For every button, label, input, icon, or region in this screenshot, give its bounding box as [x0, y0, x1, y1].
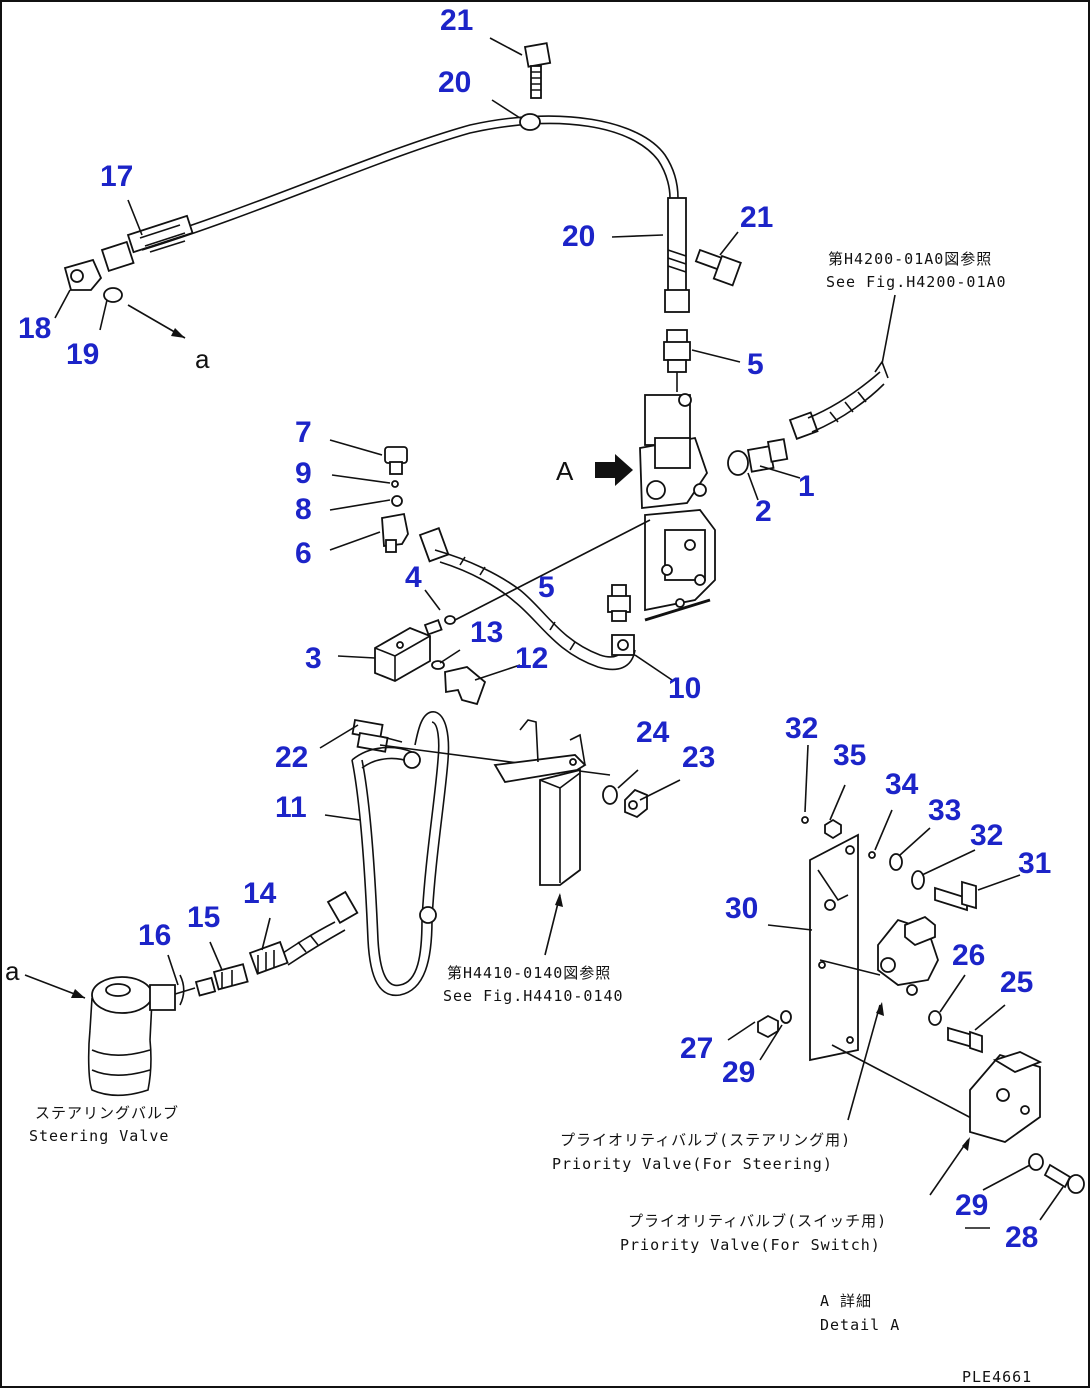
panel-30-assembly — [801, 816, 977, 1062]
priority-steering-jp: プライオリティバルブ(ステアリング用) — [560, 1131, 851, 1149]
callout-25: 25 — [1000, 966, 1033, 999]
ref-letter-a-top: a — [195, 344, 210, 374]
priority-valve-switch — [969, 1051, 1085, 1194]
callout-14: 14 — [243, 877, 277, 910]
ref-h4200-jp: 第H4200-01A0図参照 — [828, 250, 992, 268]
fitting-1-assembly — [727, 294, 896, 476]
callout-5: 5 — [747, 348, 764, 381]
callout-33: 33 — [928, 794, 961, 827]
callout-19: 19 — [66, 338, 99, 371]
main-valve-block — [639, 393, 716, 622]
callout-6: 6 — [295, 537, 312, 570]
callout-29: 29 — [722, 1056, 755, 1089]
callout-32: 32 — [785, 712, 818, 745]
ref-h4410-en: See Fig.H4410-0140 — [443, 987, 624, 1005]
priority-switch-en: Priority Valve(For Switch) — [620, 1236, 881, 1254]
callout-31: 31 — [1018, 847, 1051, 880]
fitting-5-lower — [607, 584, 631, 622]
callout-1: 1 — [798, 470, 815, 503]
callout-16: 16 — [138, 919, 171, 952]
priority-switch-jp: プライオリティバルブ(スイッチ用) — [628, 1212, 887, 1230]
callout-22: 22 — [275, 741, 308, 774]
callout-28: 28 — [1005, 1221, 1038, 1254]
callout-9: 9 — [295, 457, 312, 490]
nut-23-washer-24 — [602, 785, 648, 819]
priority-valve-steering — [757, 915, 983, 1121]
callout-5: 5 — [538, 571, 555, 604]
callout-7: 7 — [295, 416, 312, 449]
callouts: 21 20 17 20 21 18 19 5 7 9 8 1 2 6 4 5 1… — [18, 4, 1051, 1254]
callout-15: 15 — [187, 901, 220, 934]
callout-30: 30 — [725, 892, 758, 925]
callout-4: 4 — [405, 561, 422, 594]
callout-32: 32 — [970, 819, 1003, 852]
callout-26: 26 — [952, 939, 985, 972]
callout-23: 23 — [682, 741, 715, 774]
notes: 第H4200-01A0図参照 See Fig.H4200-01A0 第H4410… — [29, 250, 1032, 1386]
hose-17-assembly — [63, 42, 742, 313]
detail-a-en: Detail A — [820, 1316, 900, 1334]
bolt-stack-6-9 — [381, 446, 409, 553]
hose-14-assembly — [161, 890, 359, 1006]
view-a-arrow-icon — [595, 454, 633, 486]
block-3 — [374, 615, 456, 682]
steering-valve-jp: ステアリングバルブ — [35, 1104, 179, 1122]
callout-13: 13 — [470, 616, 503, 649]
elbow-12 — [444, 666, 487, 706]
callout-12: 12 — [515, 642, 548, 675]
hose-4-assembly — [418, 527, 636, 671]
callout-35: 35 — [833, 739, 866, 772]
ref-h4200-en: See Fig.H4200-01A0 — [826, 273, 1007, 291]
callout-17: 17 — [100, 160, 133, 193]
ref-h4410-jp: 第H4410-0140図参照 — [447, 964, 611, 982]
callout-10: 10 — [668, 672, 701, 705]
callout-34: 34 — [885, 768, 919, 801]
callout-21: 21 — [740, 201, 773, 234]
fitting-5-top — [663, 329, 691, 392]
detail-a-jp: A 詳細 — [820, 1292, 872, 1310]
priority-steering-en: Priority Valve(For Steering) — [552, 1155, 833, 1173]
callout-8: 8 — [295, 493, 312, 526]
callout-20: 20 — [438, 66, 471, 99]
ref-letter-a-left: a — [5, 956, 20, 986]
callout-20: 20 — [562, 220, 595, 253]
callout-3: 3 — [305, 642, 322, 675]
leader-lines — [24, 37, 1064, 1229]
callout-29: 29 — [955, 1189, 988, 1222]
bracket — [493, 719, 587, 886]
view-letter-a: A — [556, 456, 574, 486]
callout-21: 21 — [440, 4, 473, 37]
callout-11: 11 — [275, 791, 307, 824]
callout-2: 2 — [755, 495, 772, 528]
steering-valve-en: Steering Valve — [29, 1127, 169, 1145]
figure-code: PLE4661 — [962, 1368, 1032, 1386]
guide-line-4 — [454, 519, 651, 621]
callout-27: 27 — [680, 1032, 713, 1065]
callout-24: 24 — [636, 716, 670, 749]
steering-valve — [87, 976, 176, 1097]
callout-18: 18 — [18, 312, 51, 345]
